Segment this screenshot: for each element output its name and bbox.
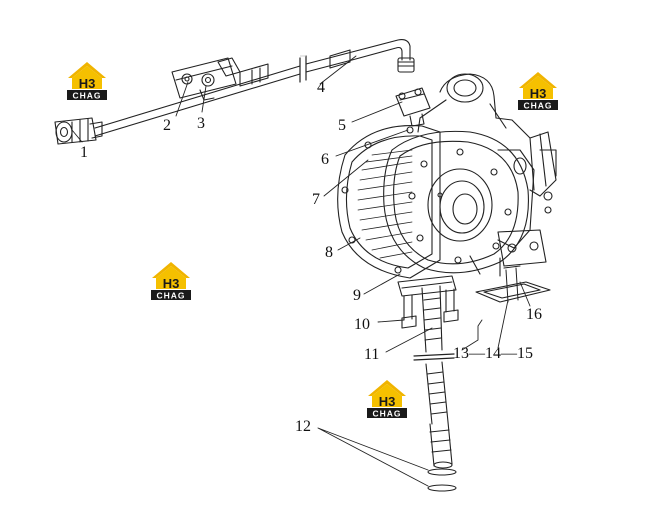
callout-5: 5 — [338, 117, 346, 134]
logo-mark: H3 — [79, 76, 96, 91]
logo-caption: CHAG — [156, 291, 185, 301]
callout-12: 12 — [295, 418, 311, 435]
oil-return-tube — [413, 285, 455, 469]
compressor-outlet — [417, 73, 557, 249]
callout-1: 1 — [80, 144, 88, 161]
oil-drain-flange — [469, 229, 547, 277]
callout-13-14-15: 13—14—15 — [453, 345, 533, 362]
pipe-clamp — [171, 57, 241, 101]
leader-lines — [71, 55, 531, 487]
turbine-housing — [337, 125, 441, 279]
callout-10: 10 — [354, 316, 370, 333]
watermark-logo: H3 CHAG — [148, 258, 194, 302]
callout-9: 9 — [353, 287, 361, 304]
banjo-fitting — [54, 117, 103, 145]
callout-6: 6 — [321, 151, 329, 168]
callout-4: 4 — [317, 79, 325, 96]
callout-3: 3 — [197, 115, 205, 132]
logo-caption: CHAG — [523, 101, 552, 111]
watermark-logo: H3 CHAG — [364, 376, 410, 420]
callout-7: 7 — [312, 191, 320, 208]
logo-caption: CHAG — [72, 91, 101, 101]
logo-mark: H3 — [530, 86, 547, 101]
flange-gasket — [475, 265, 551, 303]
logo-mark: H3 — [163, 276, 180, 291]
logo-caption: CHAG — [372, 409, 401, 419]
oil-inlet-fitting — [395, 87, 431, 127]
compressor-cover — [383, 130, 529, 274]
callout-11: 11 — [364, 346, 380, 363]
watermark-logo: H3 CHAG — [64, 58, 110, 102]
hose-clamps — [427, 468, 457, 492]
oil-feed-pipe — [94, 39, 415, 137]
watermark-logo: H3 CHAG — [515, 68, 561, 112]
callout-2: 2 — [163, 117, 171, 134]
logo-mark: H3 — [379, 394, 396, 409]
drain-tube-flange — [397, 275, 459, 329]
callout-8: 8 — [325, 244, 333, 261]
callout-16: 16 — [526, 306, 542, 323]
